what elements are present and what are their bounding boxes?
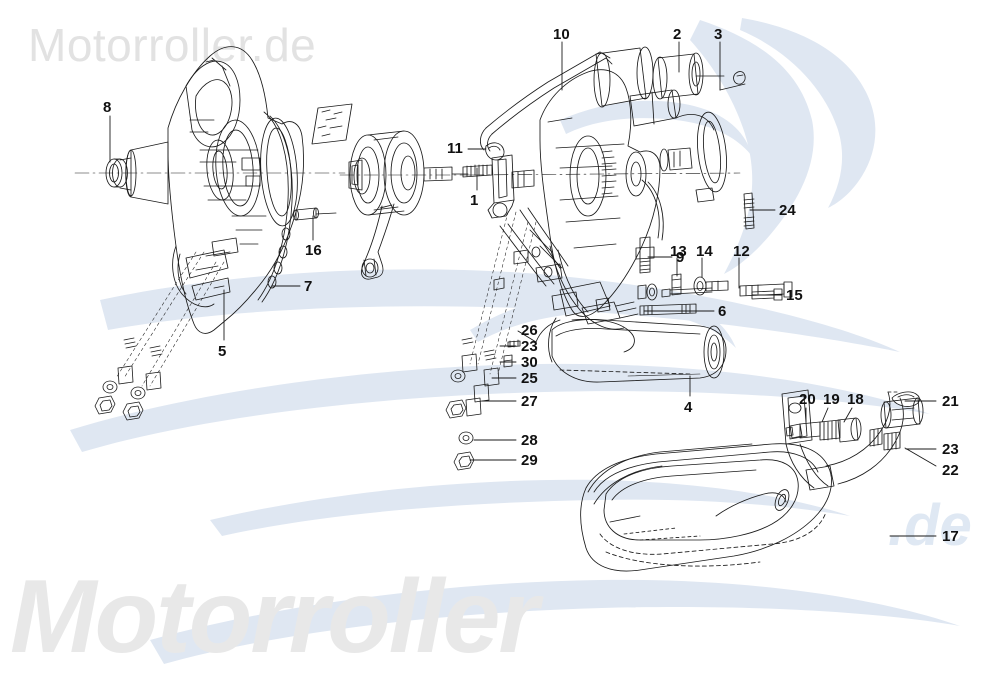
exhaust-group bbox=[581, 390, 923, 571]
left-crankcase-group bbox=[75, 47, 352, 420]
callout-label-15: 15 bbox=[786, 287, 803, 304]
callout-label-4: 4 bbox=[684, 399, 693, 416]
callout-label-14: 14 bbox=[696, 243, 713, 260]
callout-label-23: 23 bbox=[942, 441, 959, 458]
callout-label-13: 13 bbox=[670, 243, 687, 260]
callout-label-23b: 23 bbox=[521, 338, 538, 355]
callout-label-22: 22 bbox=[942, 462, 959, 479]
callout-label-18: 18 bbox=[847, 391, 864, 408]
callout-label-5: 5 bbox=[218, 343, 227, 360]
callout-label-24: 24 bbox=[779, 202, 796, 219]
callout-label-8: 8 bbox=[103, 99, 112, 116]
fastener-group bbox=[636, 193, 792, 315]
callout-label-11: 11 bbox=[447, 140, 463, 157]
callout-label-1: 1 bbox=[470, 192, 479, 209]
callout-label-16: 16 bbox=[305, 242, 322, 259]
callout-label-19: 19 bbox=[823, 391, 840, 408]
callout-label-6: 6 bbox=[718, 303, 727, 320]
callout-label-2: 2 bbox=[673, 26, 682, 43]
callout-label-12: 12 bbox=[733, 243, 750, 260]
callout-label-25: 25 bbox=[521, 370, 538, 387]
callout-label-27: 27 bbox=[521, 393, 538, 410]
callout-label-28: 28 bbox=[521, 432, 538, 449]
callout-label-21: 21 bbox=[942, 393, 959, 410]
callout-label-3: 3 bbox=[714, 26, 723, 43]
leader-lines bbox=[110, 42, 936, 536]
callout-label-29: 29 bbox=[521, 452, 538, 469]
right-crankcase-group bbox=[446, 47, 745, 470]
callout-label-20: 20 bbox=[799, 391, 816, 408]
crankshaft-group bbox=[340, 131, 470, 279]
callout-label-26: 26 bbox=[521, 322, 538, 339]
callout-label-10: 10 bbox=[553, 26, 570, 43]
callout-label-7: 7 bbox=[304, 278, 313, 295]
callout-label-9: 9 bbox=[676, 249, 685, 266]
callout-label-30: 30 bbox=[521, 354, 538, 371]
callout-label-17: 17 bbox=[942, 528, 959, 545]
